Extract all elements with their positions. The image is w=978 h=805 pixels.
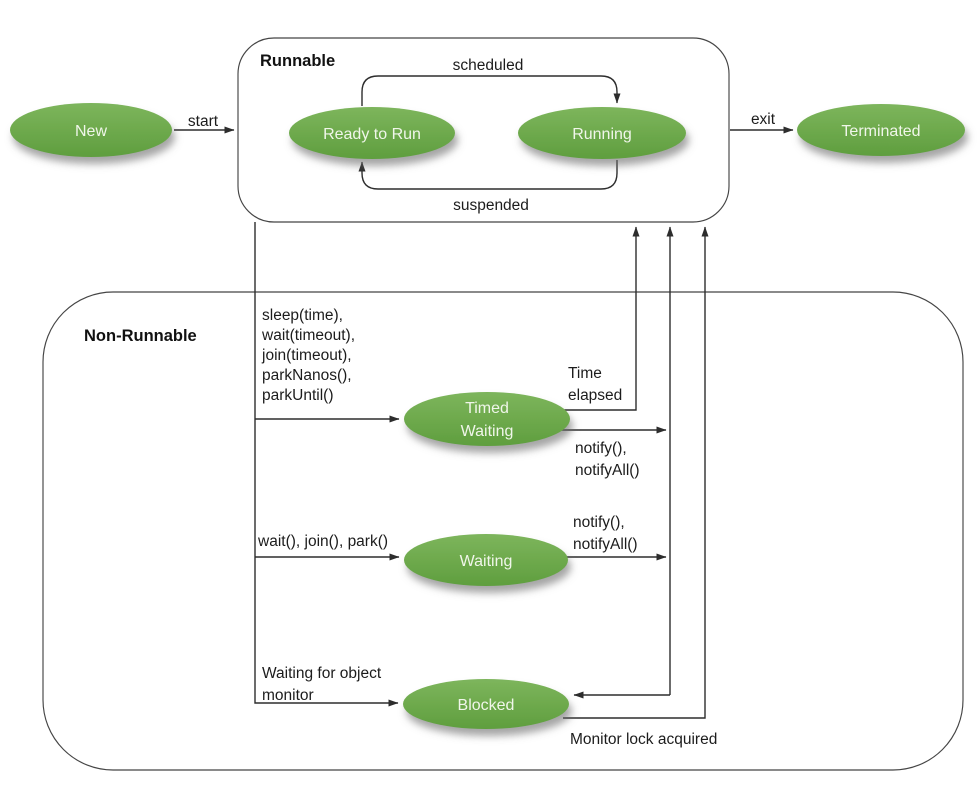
to-blocked-label: Waiting for object monitor	[262, 665, 382, 704]
transition-scheduled-label: scheduled	[453, 57, 524, 74]
state-new-shape	[10, 103, 172, 157]
state-timed-waiting-label-line1: Timed	[465, 400, 509, 417]
monitor-lock-acquired-label: Monitor lock acquired	[570, 731, 717, 748]
transition-start-label: start	[188, 113, 219, 130]
to-blocked-label-line2: monitor	[262, 687, 314, 704]
state-blocked-label: Blocked	[458, 697, 515, 714]
time-elapsed-arrow	[559, 226, 640, 411]
monitor-lock-acquired-arrow	[563, 226, 709, 719]
state-running-shape	[518, 107, 686, 159]
state-terminated-shape	[797, 104, 965, 156]
state-waiting: Waiting	[404, 534, 568, 586]
state-timed-waiting: Timed Waiting	[404, 392, 570, 446]
state-waiting-label: Waiting	[460, 553, 513, 570]
to-timed-waiting-label-line2: wait(timeout),	[261, 327, 355, 344]
timed-waiting-notify-label-line1: notify(),	[575, 440, 627, 457]
transition-suspended-arrow	[358, 160, 618, 190]
time-elapsed-label-line1: Time	[568, 365, 602, 382]
timed-waiting-notify-label-line2: notifyAll()	[575, 462, 640, 479]
time-elapsed-label-line2: elapsed	[568, 387, 622, 404]
state-new-label: New	[75, 123, 107, 140]
waiting-notify-label-line2: notifyAll()	[573, 536, 638, 553]
state-ready-to-run-shape	[289, 107, 455, 159]
waiting-notify-label-line1: notify(),	[573, 514, 625, 531]
state-blocked: Blocked	[403, 679, 569, 729]
to-timed-waiting-label: sleep(time), wait(timeout), join(timeout…	[261, 307, 355, 404]
to-timed-waiting-label-line4: parkNanos(),	[262, 367, 352, 384]
runnable-to-blocked-arrow	[254, 222, 399, 707]
state-terminated-label: Terminated	[841, 123, 920, 140]
to-waiting-label: wait(), join(), park()	[257, 533, 388, 550]
state-timed-waiting-label-line2: Waiting	[461, 423, 514, 440]
timed-waiting-notify-label: notify(), notifyAll()	[575, 440, 640, 479]
waiting-notify-label: notify(), notifyAll()	[573, 514, 638, 553]
transition-suspended-label: suspended	[453, 197, 529, 214]
transition-scheduled-arrow	[361, 75, 621, 106]
state-timed-waiting-shape	[404, 392, 570, 446]
state-ready-to-run-label: Ready to Run	[323, 126, 421, 143]
state-running-label: Running	[572, 126, 632, 143]
state-blocked-shape	[403, 679, 569, 729]
to-timed-waiting-label-line5: parkUntil()	[262, 387, 333, 404]
non-runnable-container-box	[42, 291, 964, 771]
state-new: New	[10, 103, 172, 157]
state-terminated: Terminated	[797, 104, 965, 156]
runnable-container-box	[237, 37, 730, 223]
time-elapsed-label: Time elapsed	[568, 365, 622, 404]
state-running: Running	[518, 107, 686, 159]
state-ready-to-run: Ready to Run	[289, 107, 455, 159]
to-timed-waiting-label-line1: sleep(time),	[262, 307, 343, 324]
transition-exit-label: exit	[751, 111, 776, 128]
runnable-container-label: Runnable	[260, 52, 335, 70]
to-blocked-label-line1: Waiting for object	[262, 665, 382, 682]
state-waiting-shape	[404, 534, 568, 586]
non-runnable-container-label: Non-Runnable	[84, 327, 197, 345]
to-timed-waiting-label-line3: join(timeout),	[261, 347, 352, 364]
